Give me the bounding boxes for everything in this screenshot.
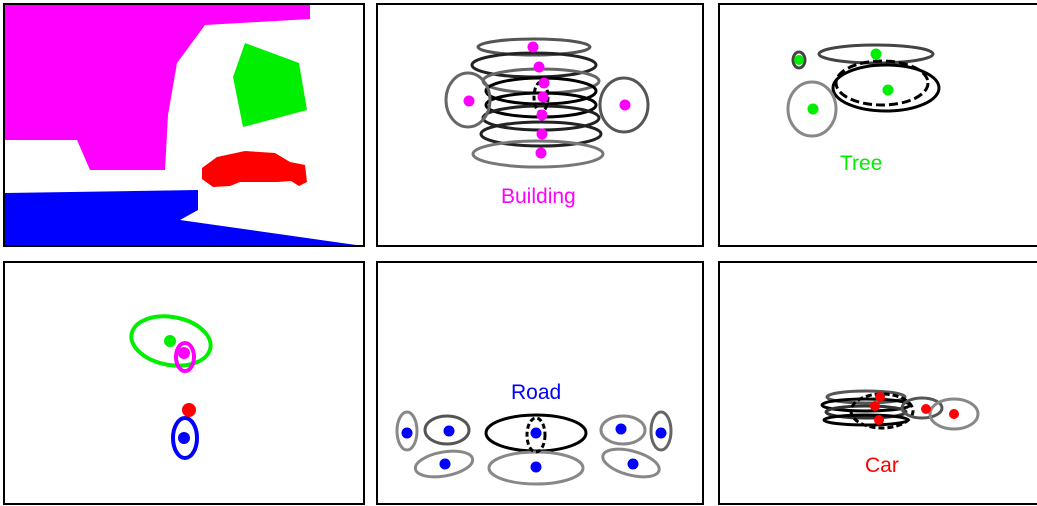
panel-building: Building (376, 3, 704, 247)
panel-tree: Tree (718, 3, 1037, 247)
car-label: Car (865, 454, 899, 477)
building-label: Building (501, 185, 576, 208)
tree-ellipses (786, 43, 941, 138)
panel-segmentation (3, 3, 365, 247)
segmentation-map (5, 5, 356, 245)
tree-label: Tree (840, 152, 883, 175)
panel-combined (3, 261, 365, 505)
car-ellipses (820, 389, 980, 431)
combined-ellipses (129, 314, 213, 460)
panel-road: Road (376, 261, 704, 505)
road-ellipses (395, 410, 673, 486)
panel-car: Car (718, 261, 1037, 505)
road-region (5, 190, 356, 245)
road-label: Road (511, 381, 562, 404)
building-region (5, 5, 310, 170)
tree-region (233, 43, 307, 127)
car-region (202, 151, 307, 187)
building-ellipses (444, 37, 650, 169)
